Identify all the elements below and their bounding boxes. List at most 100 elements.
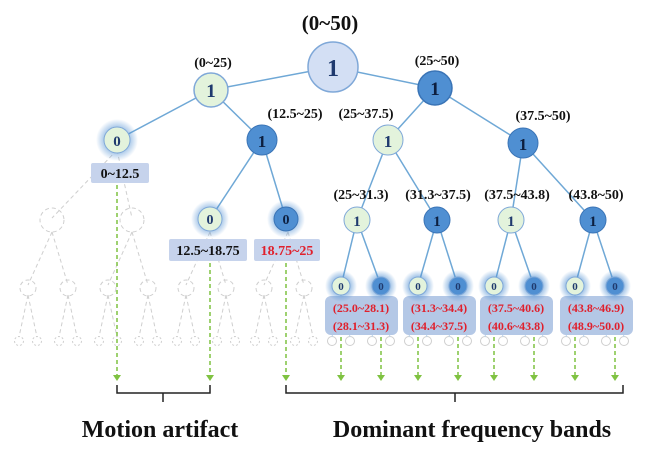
level5-leaf — [367, 336, 377, 346]
root-node: 1 — [307, 41, 359, 93]
level4-node-7: 0 — [599, 270, 631, 302]
level3-node-right-0: 1 — [343, 206, 371, 234]
level5-leaf — [230, 336, 240, 346]
green-arrow-10 — [611, 337, 619, 381]
band-box-0-bottom: (28.1~31.3) — [333, 319, 389, 333]
level5-leaf — [619, 336, 629, 346]
level4-node-7-value: 0 — [612, 281, 618, 293]
level5-leaf — [579, 336, 589, 346]
level4-node-4-value: 0 — [491, 281, 497, 293]
level3-node-right-3-value: 1 — [589, 214, 597, 230]
level2-node-3: 1 — [507, 127, 539, 159]
level3-node-left-0-value: 0 — [207, 213, 214, 228]
level5-leaf — [520, 336, 530, 346]
level5-edge — [185, 294, 196, 338]
level2-range-label-3: (37.5~50) — [515, 109, 570, 124]
level5-leaf — [172, 336, 182, 346]
level5-leaf — [134, 336, 144, 346]
level5-leaf — [601, 336, 611, 346]
level3-node-right-3: 1 — [579, 206, 607, 234]
level5-leaf — [152, 336, 162, 346]
motion-artifact-bracket — [116, 385, 211, 402]
level3-node-left-0: 0 — [191, 200, 229, 238]
level5-leaf — [32, 336, 42, 346]
level3-left-range-label-1: 18.75~25 — [261, 244, 314, 259]
green-arrow-1 — [206, 263, 214, 381]
band-box-0-top: (25.0~28.1) — [333, 301, 389, 315]
level5-edge — [67, 294, 78, 338]
level4-node-1: 0 — [365, 270, 397, 302]
level3-node-right-1-value: 1 — [433, 214, 441, 230]
level1-node-0-value: 1 — [206, 81, 216, 102]
level5-leaf — [54, 336, 64, 346]
green-arrow-9 — [571, 337, 579, 381]
band-box-3 — [560, 296, 633, 335]
level2-node-3-value: 1 — [519, 135, 528, 154]
level2-node-2: 1 — [372, 124, 404, 156]
motion-artifact-caption: Motion artifact — [82, 417, 239, 443]
level5-edge — [263, 294, 274, 338]
level5-leaf — [112, 336, 122, 346]
dominant-bands-caption: Dominant frequency bands — [333, 417, 611, 443]
level3-node-left-1-value: 0 — [283, 213, 290, 228]
level5-edge — [98, 294, 109, 338]
level5-leaf — [268, 336, 278, 346]
level3-right-range-label-0: (25~31.3) — [333, 188, 388, 203]
level5-edge — [254, 294, 265, 338]
level5-edge — [107, 294, 118, 338]
level4-node-2: 0 — [402, 270, 434, 302]
level5-leaf — [444, 336, 454, 346]
level5-leaf — [190, 336, 200, 346]
level4-node-5: 0 — [518, 270, 550, 302]
level3-right-range-label-3: (43.8~50) — [568, 188, 623, 203]
level4-node-6: 0 — [559, 270, 591, 302]
level3-node-right-1: 1 — [423, 206, 451, 234]
band-box-2-bottom: (40.6~43.8) — [488, 319, 544, 333]
level2-range-label-0: 0~12.5 — [101, 167, 140, 182]
level5-leaf — [422, 336, 432, 346]
level4-node-6-value: 0 — [572, 281, 578, 293]
motion-band-box-1 — [169, 239, 247, 261]
level5-leaf — [561, 336, 571, 346]
level5-leaf — [290, 336, 300, 346]
green-arrow-3 — [337, 337, 345, 381]
level3-node-right-2: 1 — [497, 206, 525, 234]
level4-node-2-value: 0 — [415, 281, 421, 293]
level3-node-right-0-value: 1 — [353, 214, 361, 230]
green-arrow-0 — [113, 185, 121, 381]
green-arrow-2 — [282, 263, 290, 381]
level2-node-1: 1 — [246, 124, 278, 156]
level2-node-0-value: 0 — [113, 134, 121, 150]
level4-node-3-value: 0 — [455, 281, 461, 293]
level3-node-left-1: 0 — [267, 200, 305, 238]
green-dashed-arrows — [113, 185, 619, 381]
level5-edge — [27, 294, 38, 338]
level5-leaf — [498, 336, 508, 346]
level4-node-1-value: 0 — [378, 281, 384, 293]
level1-node-1-value: 1 — [430, 79, 440, 100]
level5-edge — [303, 294, 314, 338]
level3-left-range-label-0: 12.5~18.75 — [176, 244, 239, 259]
level5-leaf — [94, 336, 104, 346]
band-box-1-bottom: (34.4~37.5) — [411, 319, 467, 333]
root-range-label: (0~50) — [302, 11, 358, 35]
level3-right-range-label-2: (37.5~43.8) — [484, 188, 550, 203]
level1-range-label-1: (25~50) — [415, 54, 460, 69]
level3-right-range-label-1: (31.3~37.5) — [405, 188, 471, 203]
level2-range-label-2: (25~37.5) — [338, 107, 393, 122]
band-box-2 — [480, 296, 553, 335]
level5-leaf — [538, 336, 548, 346]
band-box-1-top: (31.3~34.4) — [411, 301, 467, 315]
level5-leaf — [480, 336, 490, 346]
dominant-bands-bracket — [285, 385, 624, 402]
level5-edge — [225, 294, 236, 338]
motion-band-box-2 — [254, 239, 320, 261]
level5-leaf — [14, 336, 24, 346]
level5-edge — [216, 294, 227, 338]
level2-range-label-1: (12.5~25) — [267, 107, 322, 122]
level5-leaf — [462, 336, 472, 346]
band-box-3-top: (43.8~46.9) — [568, 301, 624, 315]
